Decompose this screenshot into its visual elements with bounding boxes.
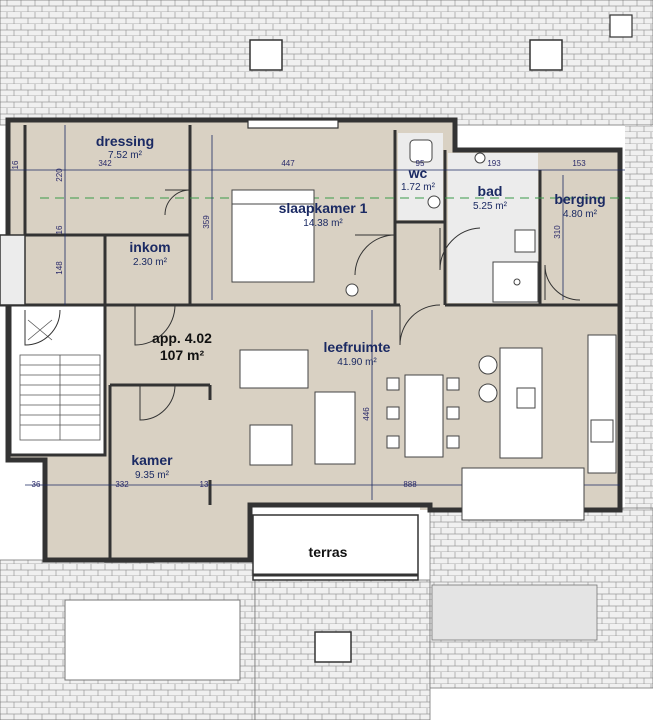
dim-153: 153 bbox=[572, 159, 586, 168]
skylight bbox=[249, 39, 283, 71]
dim-359: 359 bbox=[202, 215, 211, 229]
light-well bbox=[64, 599, 241, 681]
dim-13: 13 bbox=[200, 480, 209, 489]
apartment-label: app. 4.02 bbox=[152, 330, 212, 346]
bathroom-fixtures bbox=[345, 139, 539, 303]
room-area-berging: 4.80 m² bbox=[563, 209, 598, 220]
dim-16-b: 16 bbox=[55, 225, 64, 234]
room-area-slaapkamer: 14.38 m² bbox=[303, 218, 343, 229]
dim-332: 332 bbox=[115, 480, 129, 489]
dim-36: 36 bbox=[32, 480, 41, 489]
room-name-dressing: dressing bbox=[96, 133, 154, 149]
dim-446: 446 bbox=[362, 407, 371, 421]
bed bbox=[231, 189, 315, 283]
room-area-bad: 5.25 m² bbox=[473, 201, 508, 212]
dim-95: 95 bbox=[416, 159, 425, 168]
room-area-dressing: 7.52 m² bbox=[108, 150, 143, 161]
room-name-slaapkamer: slaapkamer 1 bbox=[279, 200, 368, 216]
room-name-kamer: kamer bbox=[131, 452, 173, 468]
outer-wall bbox=[5, 117, 623, 563]
apartment-area: 107 m² bbox=[160, 347, 205, 363]
dim-193: 193 bbox=[487, 159, 501, 168]
terrace bbox=[252, 514, 419, 581]
stairs bbox=[19, 319, 101, 441]
room-area-leefruimte: 41.90 m² bbox=[337, 357, 377, 368]
stairwell bbox=[8, 303, 107, 457]
dim-220: 220 bbox=[55, 168, 64, 182]
skylight bbox=[609, 14, 633, 38]
room-area-kamer: 9.35 m² bbox=[135, 470, 170, 481]
skylight bbox=[314, 631, 352, 663]
dim-310: 310 bbox=[553, 225, 562, 239]
skylight bbox=[529, 39, 563, 71]
dimension-lines bbox=[10, 125, 625, 500]
room-name-wc: wc bbox=[408, 165, 428, 181]
dim-447: 447 bbox=[281, 159, 295, 168]
room-name-leefruimte: leefruimte bbox=[324, 339, 391, 355]
terrace-label: terras bbox=[309, 544, 348, 560]
left-service-room bbox=[0, 234, 26, 306]
dim-342: 342 bbox=[98, 159, 112, 168]
roof-bottom-right-panel bbox=[431, 584, 598, 641]
dim-16-a: 16 bbox=[11, 160, 20, 169]
doors bbox=[24, 189, 581, 421]
dim-148: 148 bbox=[55, 261, 64, 275]
room-name-inkom: inkom bbox=[129, 239, 170, 255]
roof-right bbox=[625, 125, 653, 510]
room-area-wc: 1.72 m² bbox=[401, 182, 436, 193]
room-area-inkom: 2.30 m² bbox=[133, 257, 168, 268]
room-name-bad: bad bbox=[478, 183, 503, 199]
living-furniture bbox=[239, 334, 617, 521]
room-name-berging: berging bbox=[554, 191, 605, 207]
dim-888: 888 bbox=[403, 480, 417, 489]
window-frame bbox=[247, 119, 339, 129]
